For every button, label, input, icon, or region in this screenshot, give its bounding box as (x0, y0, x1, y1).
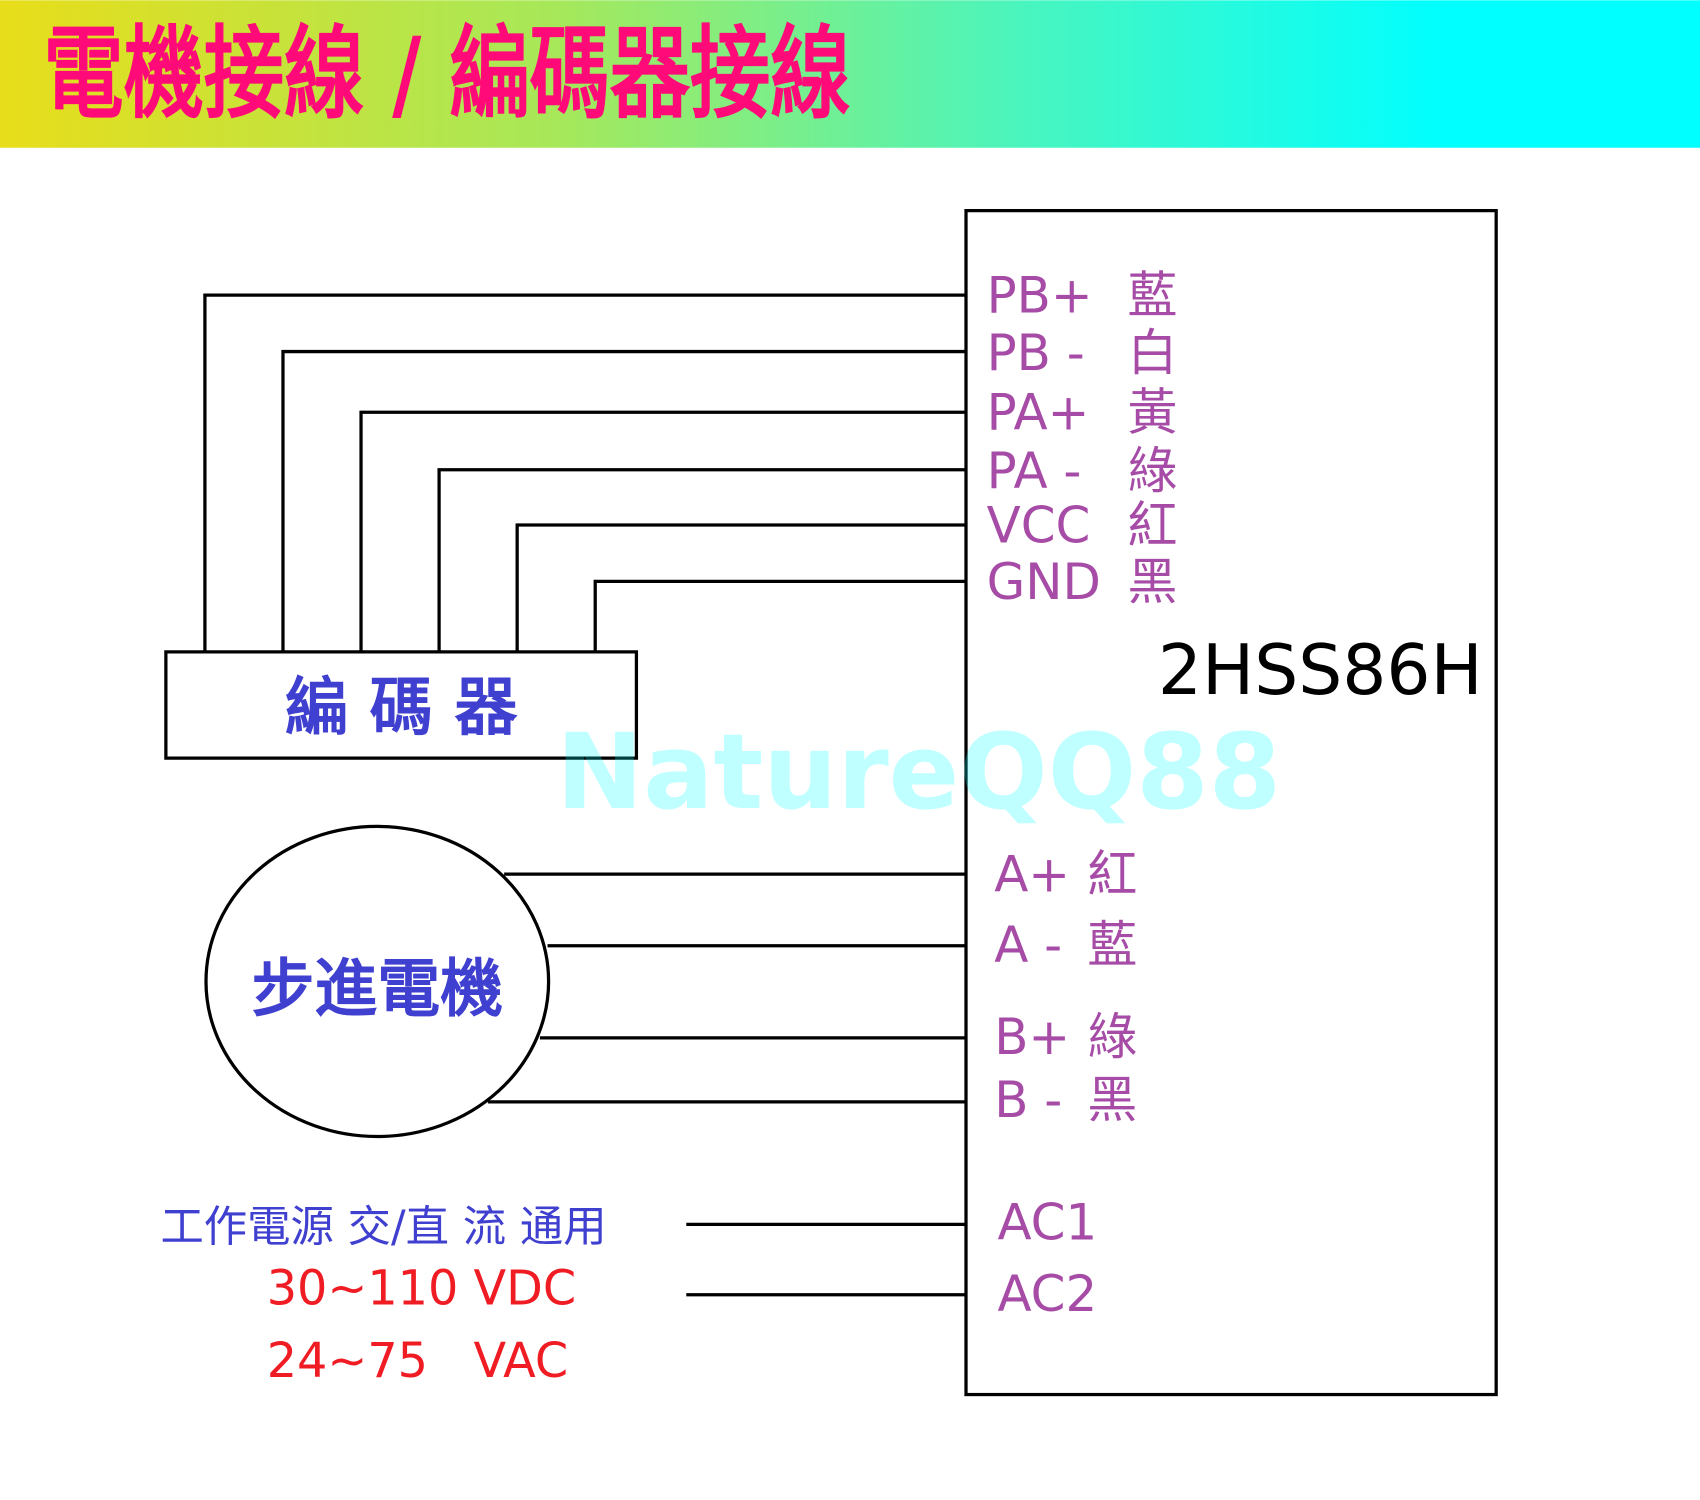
motor-pin-labels: A+ 紅 A - 藍 B+ 綠 B - 黑 (994, 845, 1137, 1129)
pin-ac1: AC1 (997, 1194, 1097, 1252)
pin-signal: B - (994, 1071, 1062, 1129)
pin-color: 綠 (1128, 442, 1178, 500)
motor-label: 步進電機 (252, 953, 504, 1026)
pin-signal: VCC (987, 496, 1091, 554)
pin-signal: A+ (994, 845, 1070, 903)
driver-model: 2HSS86H (1158, 631, 1483, 711)
header-banner (0, 0, 1700, 148)
pin-color: 白 (1128, 324, 1178, 382)
wire-pa-plus (359, 410, 967, 652)
pin-signal: PB - (987, 324, 1085, 382)
wire-gnd (593, 579, 967, 652)
pin-signal: PA+ (987, 384, 1090, 442)
pin-color: 藍 (1128, 267, 1178, 325)
power-caption: 工作電源 交/直 流 通用 (160, 1203, 606, 1253)
pin-color: 黃 (1128, 384, 1178, 442)
wire-pb-plus (203, 293, 967, 652)
encoder-box (164, 650, 639, 760)
pin-color: 綠 (1087, 1008, 1137, 1066)
pin-color: 紅 (1128, 496, 1178, 554)
pin-color: 藍 (1087, 916, 1137, 974)
encoder-label: 編 碼 器 (285, 671, 519, 744)
driver-box (964, 208, 1498, 1397)
pin-signal: A - (994, 916, 1062, 974)
pin-ac2: AC2 (997, 1265, 1097, 1323)
pin-signal: GND (987, 553, 1101, 611)
motor-wires (487, 872, 967, 1104)
pin-signal: B+ (994, 1008, 1070, 1066)
stepper-motor-circle (204, 824, 551, 1139)
power-ac-range: 24~75 VAC (267, 1334, 568, 1389)
pin-signal: PA - (987, 442, 1082, 500)
wire-vcc (515, 523, 967, 652)
pin-color: 紅 (1087, 845, 1137, 903)
encoder-wires (203, 293, 967, 652)
wire-pa-minus (437, 468, 967, 652)
encoder-pin-labels: PB+ 藍 PB - 白 PA+ 黃 PA - 綠 VCC 紅 GND 黑 (987, 267, 1178, 611)
pin-color: 黑 (1087, 1071, 1137, 1129)
wire-pb-minus (281, 349, 967, 652)
page-title: 電機接線 / 編碼器接線 (43, 17, 850, 133)
power-dc-range: 30~110 VDC (267, 1262, 576, 1317)
watermark: NatureQQ88 (556, 711, 1281, 833)
pin-color: 黑 (1128, 553, 1178, 611)
pin-signal: PB+ (987, 267, 1093, 325)
